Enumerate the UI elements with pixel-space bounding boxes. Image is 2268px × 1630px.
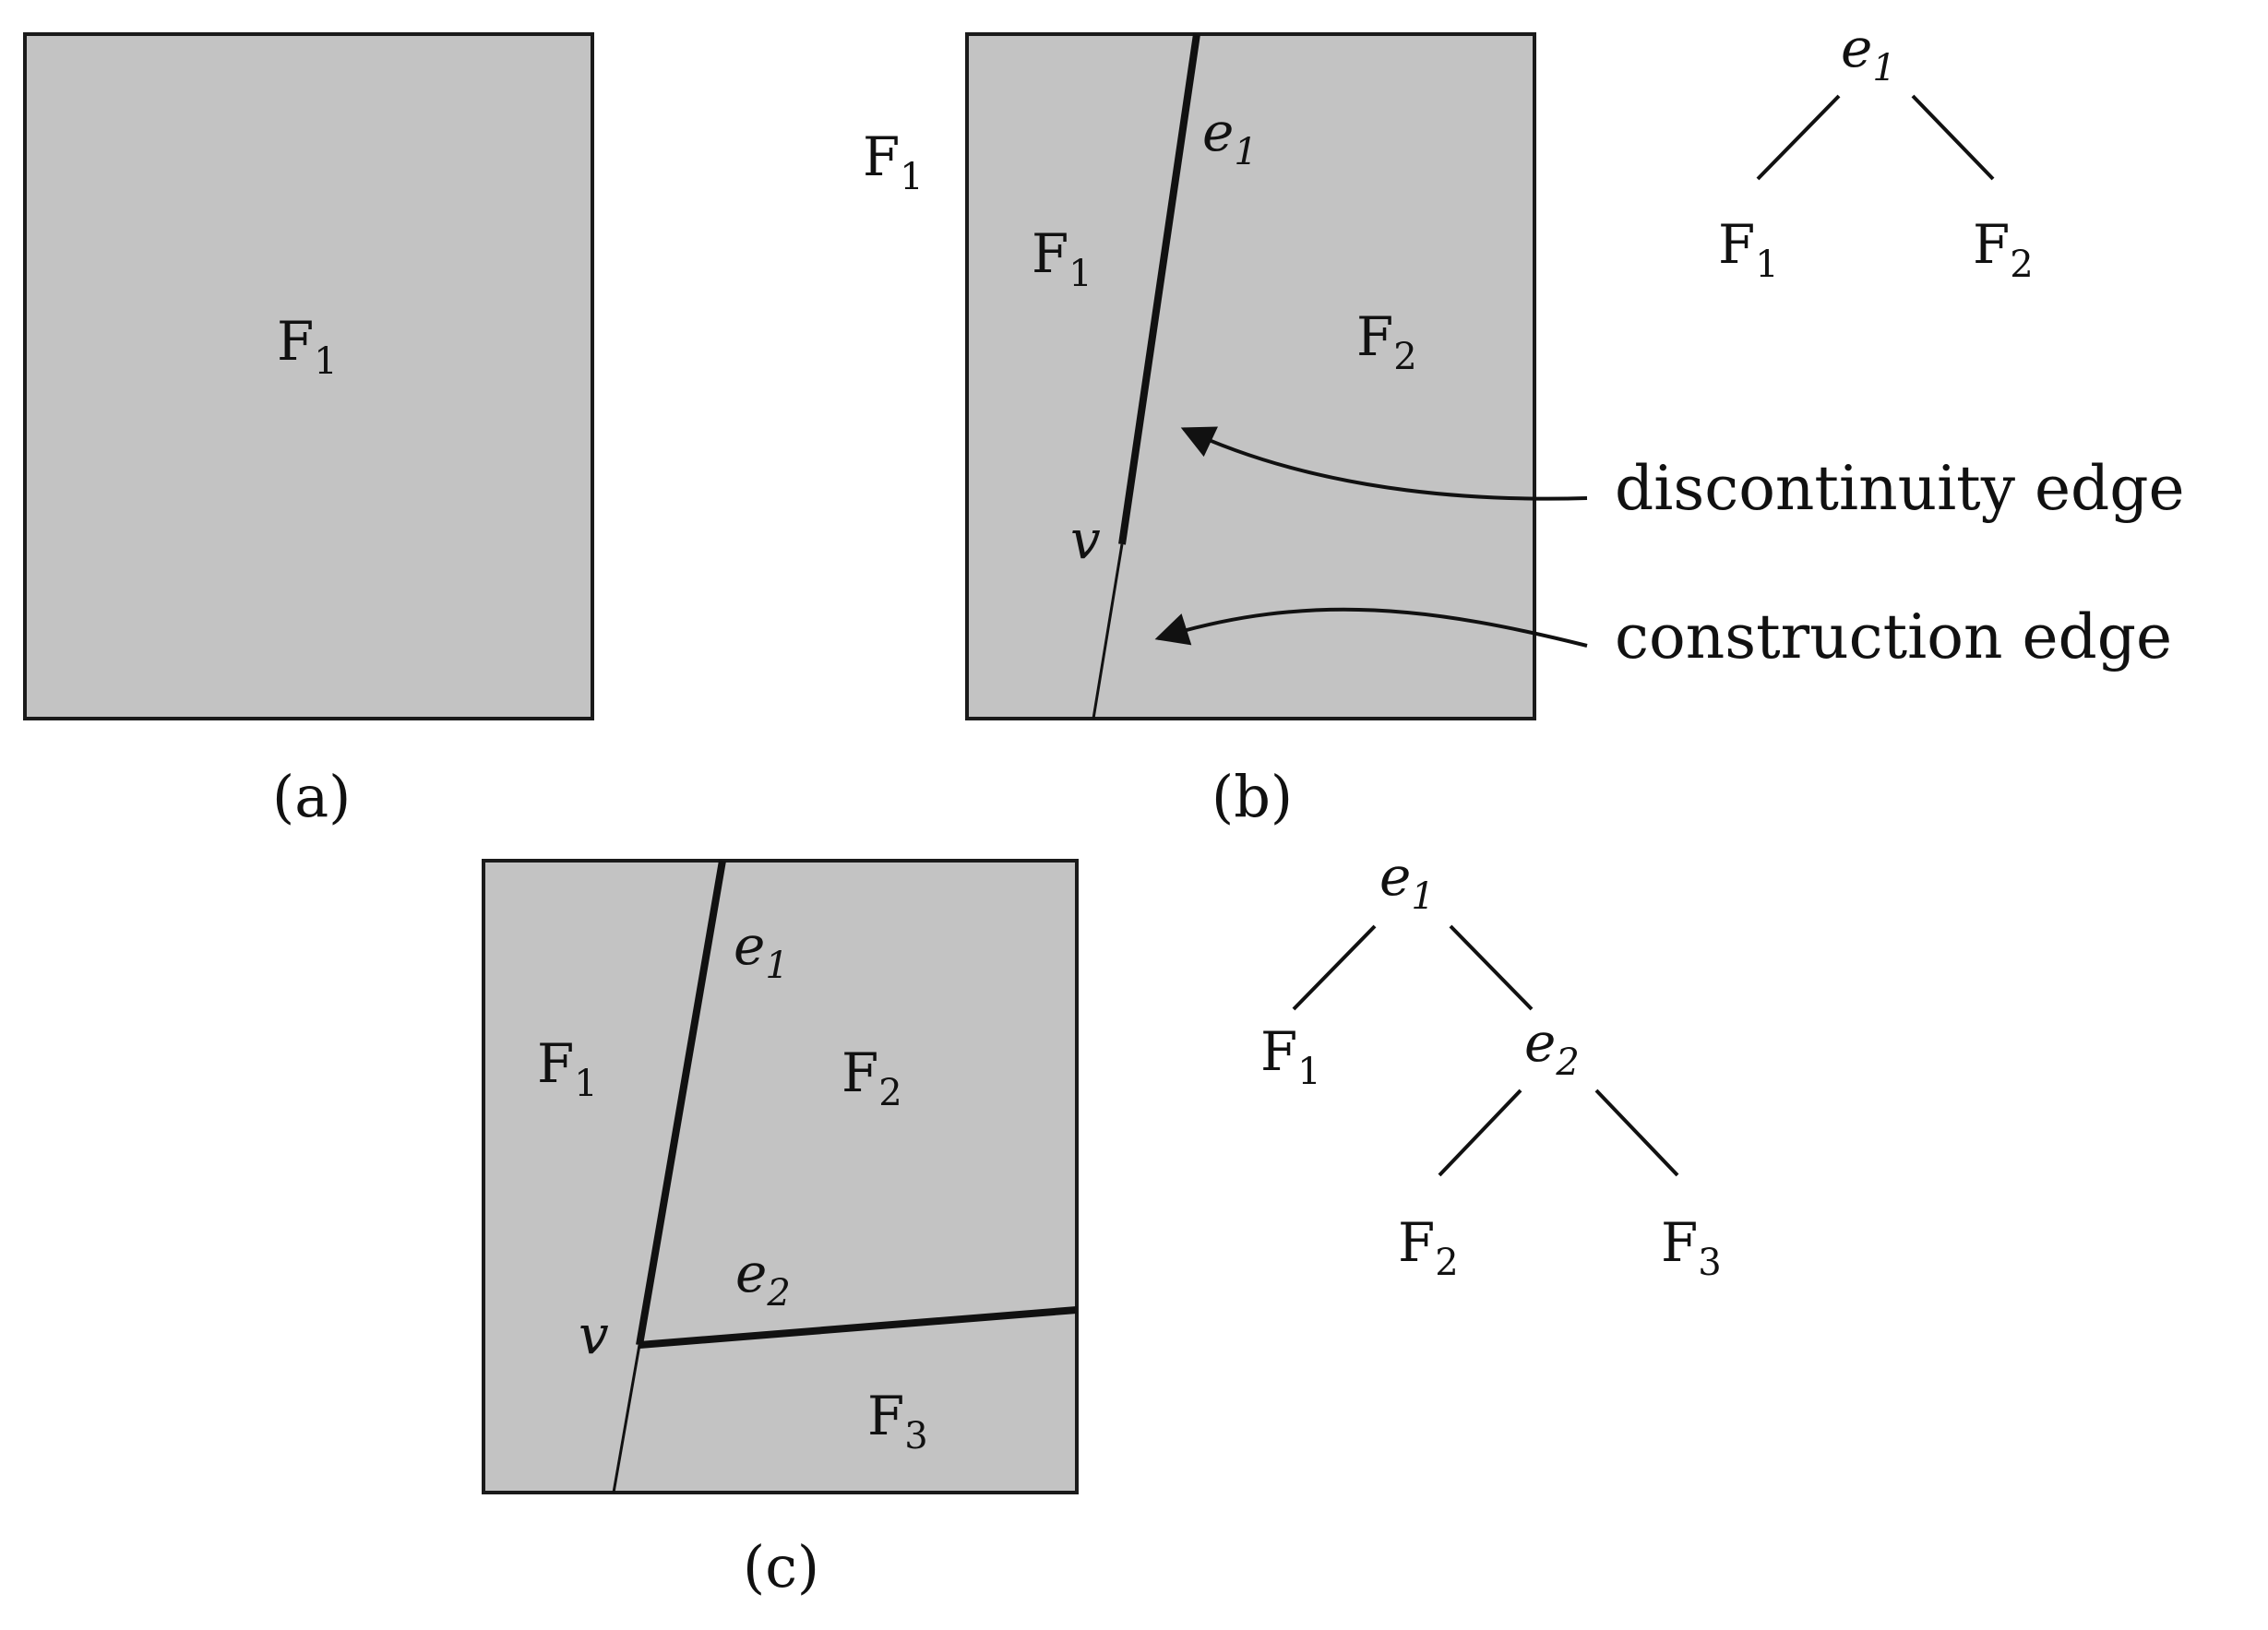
panel-c-face-3-label: F3 — [867, 1385, 928, 1457]
panel-c-vertex-label: v — [579, 1303, 609, 1366]
panel-b-left-face-label: F1 — [1032, 222, 1092, 295]
panel-b-discontinuity-edge — [1118, 33, 1200, 545]
panel-c-edge-2-label: e2 — [735, 1242, 791, 1315]
tree-b-branch-left — [1756, 94, 1841, 181]
panel-c-construction-edge — [612, 1344, 641, 1493]
panel-b-right-face-label: F2 — [1356, 305, 1417, 378]
panel-b: F1 e1 F1 F2 v discontinuity edge constru… — [863, 17, 2185, 830]
panel-b-vertex-label: v — [1070, 508, 1101, 571]
tree-c-branch-mid-left — [1438, 1089, 1522, 1177]
tree-b-branch-right — [1911, 94, 1995, 181]
tree-c-leaf-f2-label: F2 — [1398, 1211, 1459, 1284]
tree-c-branch-mid-right — [1594, 1089, 1679, 1177]
panel-b-outside-face-label: F1 — [863, 125, 924, 198]
panel-c-edge-1 — [636, 860, 726, 1346]
tree-b-root-label: e1 — [1841, 17, 1896, 89]
panel-b-construction-edge — [1092, 543, 1124, 720]
construction-edge-legend-label: construction edge — [1615, 601, 2172, 672]
panel-a-caption: (a) — [272, 763, 351, 830]
tree-b-left-leaf-label: F1 — [1718, 213, 1779, 286]
discontinuity-arrow — [1180, 426, 1588, 501]
tree-c-leaf-f3-label: F3 — [1661, 1211, 1722, 1284]
tree-c-branch-root-right — [1449, 924, 1534, 1011]
panel-a-face-region — [23, 32, 594, 720]
panel-b-caption: (b) — [1212, 763, 1293, 830]
tree-c-left-leaf-label: F1 — [1260, 1020, 1321, 1093]
tree-b-right-leaf-label: F2 — [1973, 213, 2034, 286]
panel-b-tree: e1 F1 F2 — [1718, 17, 2034, 286]
panel-c-caption: (c) — [743, 1533, 819, 1600]
panel-b-edge-label: e1 — [1202, 101, 1258, 173]
construction-arrow — [1154, 607, 1588, 648]
panel-c-face-region — [482, 859, 1079, 1494]
panel-a-face-label: F1 — [277, 310, 338, 383]
panel-c-tree: e1 F1 e2 F2 F3 — [1260, 845, 1722, 1284]
panel-c: e1 F1 F2 e2 v F3 (c) e1 F1 e2 — [482, 845, 1722, 1600]
panel-b-face-region — [965, 32, 1536, 720]
tree-c-mid-node-label: e2 — [1524, 1011, 1580, 1084]
panel-c-face-2-label: F2 — [842, 1041, 902, 1114]
panel-c-edge-2 — [639, 1306, 1078, 1349]
panel-c-face-1-label: F1 — [537, 1032, 598, 1105]
panel-c-edge-1-label: e1 — [734, 914, 789, 987]
panel-a: F1 (a) — [23, 32, 594, 830]
tree-c-root-label: e1 — [1379, 845, 1435, 918]
discontinuity-edge-legend-label: discontinuity edge — [1615, 453, 2185, 524]
tree-c-branch-root-left — [1292, 924, 1377, 1011]
